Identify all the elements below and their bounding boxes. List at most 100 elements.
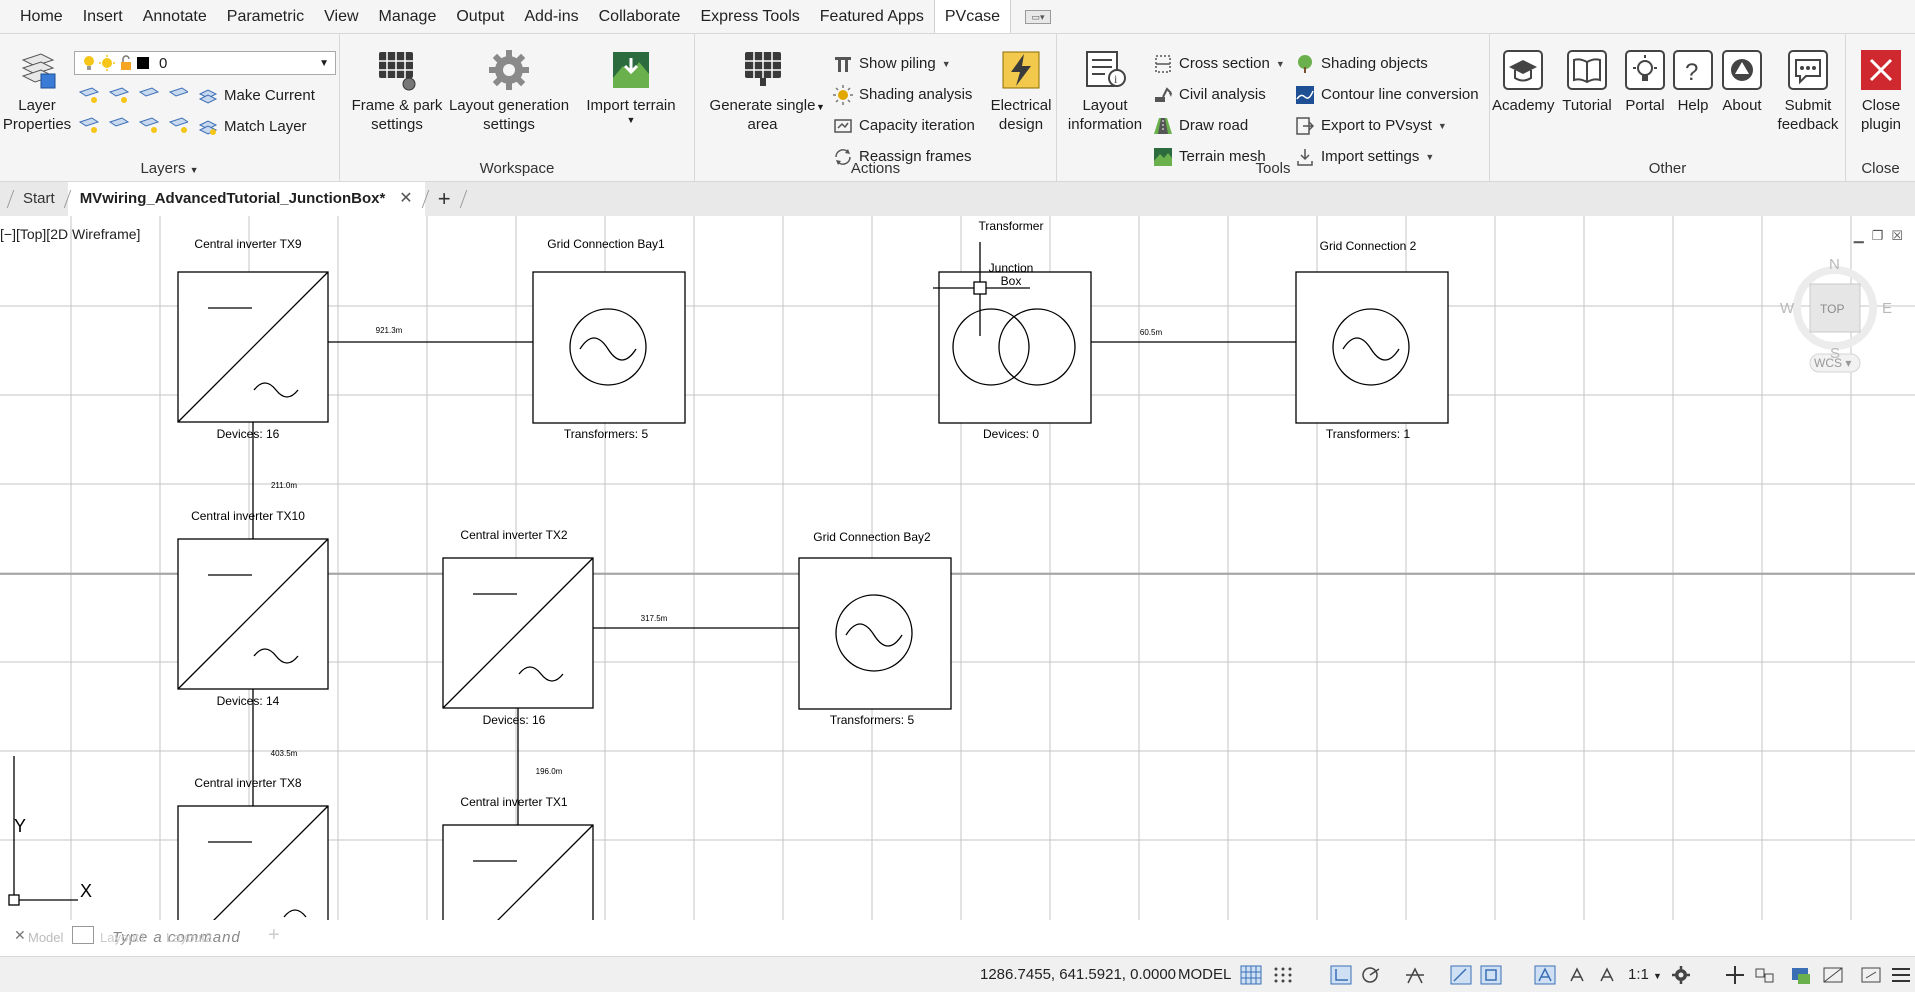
inverter-symbol-tx2[interactable]: [442, 557, 594, 709]
generate-single-area-button[interactable]: Generate single area: [695, 48, 830, 134]
model-space-toggle[interactable]: MODEL: [1178, 966, 1232, 983]
show-piling-button[interactable]: Show piling▼: [833, 51, 951, 77]
layer-properties-button[interactable]: Layer Properties: [2, 48, 72, 134]
new-tab-button[interactable]: +: [437, 186, 451, 211]
tab-output[interactable]: Output: [456, 8, 505, 25]
grid-symbol-bay2[interactable]: [798, 557, 952, 710]
close-viewport-icon[interactable]: ☒: [1891, 228, 1903, 243]
annotation-scale-dropdown[interactable]: 1:1 ▼: [1628, 966, 1662, 983]
transformer-junction-box-symbol[interactable]: [933, 242, 1092, 424]
export-pvsyst-button[interactable]: Export to PVsyst▼: [1295, 113, 1447, 139]
object-snap-tracking-icon[interactable]: [1450, 965, 1472, 985]
inverter-symbol-tx9[interactable]: [177, 271, 329, 423]
compass-west[interactable]: W: [1780, 300, 1795, 317]
command-close-icon[interactable]: ✕: [14, 927, 26, 943]
tutorial-button[interactable]: Tutorial: [1556, 48, 1618, 115]
layout-generation-settings-button[interactable]: Layout generation settings: [444, 48, 574, 134]
tab-pvcase[interactable]: PVcase: [933, 0, 1011, 33]
inverter-symbol-tx10[interactable]: [177, 538, 329, 690]
help-button[interactable]: ? Help: [1668, 48, 1718, 115]
tab-featured-apps[interactable]: Featured Apps: [819, 8, 924, 25]
command-input[interactable]: Type a command: [112, 928, 241, 946]
drawing-canvas[interactable]: Central inverter TX9 Devices: 16 Central…: [0, 216, 1915, 920]
isometric-drafting-icon[interactable]: [1404, 965, 1426, 985]
panel-title-layers[interactable]: Layers ▼: [140, 160, 199, 177]
tab-home[interactable]: Home: [20, 8, 63, 25]
inverter-symbol-tx8[interactable]: [177, 805, 329, 920]
grid-symbol-connection-2[interactable]: [1295, 271, 1449, 424]
frame-park-settings-button[interactable]: Frame & park settings: [342, 48, 452, 134]
layer-dropdown[interactable]: 0 ▼: [74, 51, 336, 75]
capacity-iteration-button[interactable]: Capacity iteration: [833, 113, 975, 139]
command-history-icon[interactable]: [72, 926, 94, 944]
minimize-viewport-icon[interactable]: ▁: [1853, 228, 1864, 243]
shading-objects-button[interactable]: Shading objects: [1295, 51, 1428, 77]
reassign-frames-button[interactable]: Reassign frames: [833, 144, 972, 170]
polar-tracking-icon[interactable]: [1360, 965, 1382, 985]
electrical-design-button[interactable]: Electrical design: [985, 48, 1057, 134]
inverter-devices: Devices: 16: [217, 427, 280, 441]
tab-collaborate[interactable]: Collaborate: [598, 8, 681, 25]
hardware-acceleration-icon[interactable]: [1790, 965, 1812, 985]
clean-screen-toggle-icon[interactable]: [1822, 965, 1844, 985]
civil-analysis-button[interactable]: Civil analysis: [1153, 82, 1266, 108]
layout-information-button[interactable]: i Layout information: [1063, 48, 1147, 134]
draw-road-button[interactable]: Draw road: [1153, 113, 1248, 139]
wcs-menu[interactable]: WCS ▾: [1814, 356, 1852, 370]
viewport-controls-label[interactable]: [−][Top][2D Wireframe]: [0, 226, 141, 242]
restore-viewport-icon[interactable]: ❐: [1871, 228, 1884, 243]
close-tab-icon[interactable]: ✕: [399, 190, 413, 207]
portal-button[interactable]: Portal: [1618, 48, 1672, 115]
tab-manage[interactable]: Manage: [378, 8, 437, 25]
tab-insert[interactable]: Insert: [82, 8, 123, 25]
grid-symbol-bay1[interactable]: [532, 271, 686, 424]
contour-line-conversion-button[interactable]: Contour line conversion: [1295, 82, 1479, 108]
tab-express-tools[interactable]: Express Tools: [700, 8, 800, 25]
match-layer-button[interactable]: Match Layer: [198, 114, 307, 140]
fullscreen-icon[interactable]: [1860, 965, 1882, 985]
cross-section-button[interactable]: Cross section▼: [1153, 51, 1285, 77]
auto-scale-icon[interactable]: [1566, 965, 1588, 985]
tab-annotate[interactable]: Annotate: [142, 8, 207, 25]
tab-add-ins[interactable]: Add-ins: [524, 8, 579, 25]
snap-mode-icon[interactable]: [1272, 965, 1294, 985]
viewcube-top-face[interactable]: TOP: [1820, 302, 1845, 316]
ortho-mode-icon[interactable]: [1330, 965, 1352, 985]
add-layout-icon[interactable]: +: [268, 924, 280, 946]
terrain-mesh-button[interactable]: Terrain mesh: [1153, 144, 1266, 170]
customization-menu-icon[interactable]: [1890, 965, 1912, 985]
submit-feedback-button[interactable]: Submit feedback: [1772, 48, 1844, 134]
panel-actions: Generate single area ▼ Show piling▼ Shad…: [695, 34, 1057, 183]
compass-south[interactable]: S: [1830, 345, 1841, 362]
layout-tab-layout2[interactable]: Layout2: [166, 930, 213, 945]
compass-north[interactable]: N: [1829, 256, 1840, 273]
file-tab-active[interactable]: MVwiring_AdvancedTutorial_JunctionBox* ✕: [67, 182, 425, 216]
cursor-coordinates[interactable]: 1286.7455, 641.5921, 0.0000: [980, 966, 1177, 983]
viewcube[interactable]: N W E S TOP WCS ▾: [1780, 256, 1900, 406]
ribbon-minimize-dropdown[interactable]: ▭▾: [1024, 9, 1051, 24]
layout-tab-layout1[interactable]: Layout1: [100, 930, 147, 945]
import-settings-button[interactable]: Import settings▼: [1295, 144, 1434, 170]
compass-east[interactable]: E: [1882, 300, 1893, 317]
about-button[interactable]: About: [1716, 48, 1768, 115]
annotation-visibility-icon[interactable]: [1534, 965, 1556, 985]
isolate-objects-icon[interactable]: [1754, 965, 1776, 985]
import-terrain-button[interactable]: Import terrain ▼: [576, 48, 686, 125]
object-snap-icon[interactable]: [1480, 965, 1502, 985]
tab-view[interactable]: View: [324, 8, 359, 25]
crosshair-icon[interactable]: [1724, 965, 1746, 985]
file-tab-start[interactable]: Start: [23, 190, 55, 207]
make-current-button[interactable]: Make Current: [198, 83, 315, 109]
layout-tab-model[interactable]: Model: [28, 930, 64, 945]
inverter-symbol-tx1[interactable]: [442, 824, 594, 920]
ucs-y-label: Y: [14, 816, 26, 836]
workspace-gear-icon[interactable]: [1670, 965, 1692, 985]
grid-display-icon[interactable]: [1240, 965, 1262, 985]
close-plugin-button[interactable]: Close plugin: [1852, 48, 1910, 134]
shading-analysis-button[interactable]: Shading analysis: [833, 82, 972, 108]
annotation-scale-icon[interactable]: [1596, 965, 1618, 985]
academy-button[interactable]: Academy: [1492, 48, 1555, 115]
generate-dropdown-icon[interactable]: ▼: [816, 102, 825, 112]
tab-parametric[interactable]: Parametric: [226, 8, 305, 25]
sun-icon: [833, 85, 853, 105]
